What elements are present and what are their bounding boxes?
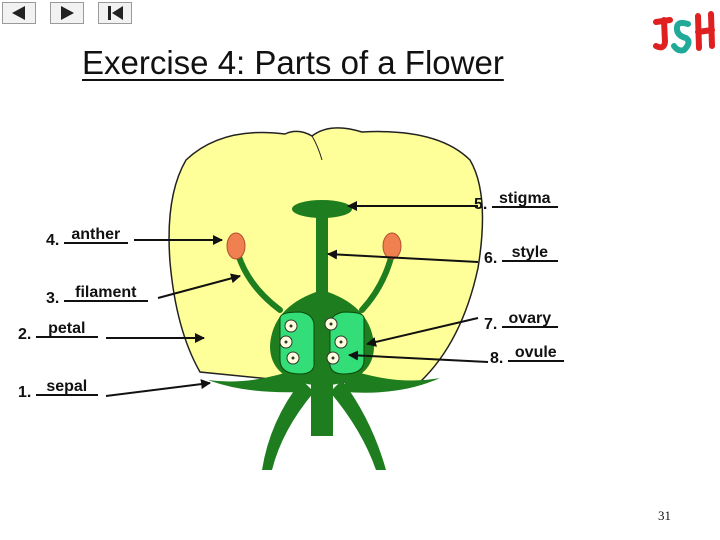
answer-petal[interactable]: petal bbox=[35, 321, 98, 338]
answer-style[interactable]: style bbox=[501, 245, 558, 262]
answer-filament[interactable]: filament bbox=[63, 285, 148, 302]
label-7: 7. ovary bbox=[484, 311, 558, 334]
label-arrows bbox=[105, 201, 489, 397]
answer-anther[interactable]: anther bbox=[63, 227, 128, 244]
answer-sepal[interactable]: sepal bbox=[35, 379, 98, 396]
label-5: 5. stigma bbox=[474, 191, 558, 214]
forward-button[interactable] bbox=[50, 2, 84, 24]
pistil bbox=[292, 200, 352, 299]
label-2: 2. petal bbox=[18, 321, 98, 344]
label-8: 8. ovule bbox=[490, 345, 564, 368]
jsh-logo bbox=[653, 11, 715, 54]
skip-to-end-icon bbox=[108, 6, 123, 20]
back-button[interactable] bbox=[2, 2, 36, 24]
label-3: 3. filament bbox=[46, 285, 148, 308]
stamens bbox=[226, 232, 402, 313]
sepal-shape bbox=[208, 368, 440, 470]
label-6: 6. style bbox=[484, 245, 558, 268]
answer-ovary[interactable]: ovary bbox=[501, 311, 558, 328]
label-4: 4. anther bbox=[46, 227, 128, 250]
back-arrow-icon bbox=[12, 6, 25, 20]
end-button[interactable] bbox=[98, 2, 132, 24]
forward-arrow-icon bbox=[61, 6, 74, 20]
page-number: 31 bbox=[658, 508, 671, 523]
answer-stigma[interactable]: stigma bbox=[491, 191, 558, 208]
answer-ovule[interactable]: ovule bbox=[507, 345, 564, 362]
page-title: Exercise 4: Parts of a Flower bbox=[82, 44, 504, 81]
label-1: 1. sepal bbox=[18, 379, 98, 402]
